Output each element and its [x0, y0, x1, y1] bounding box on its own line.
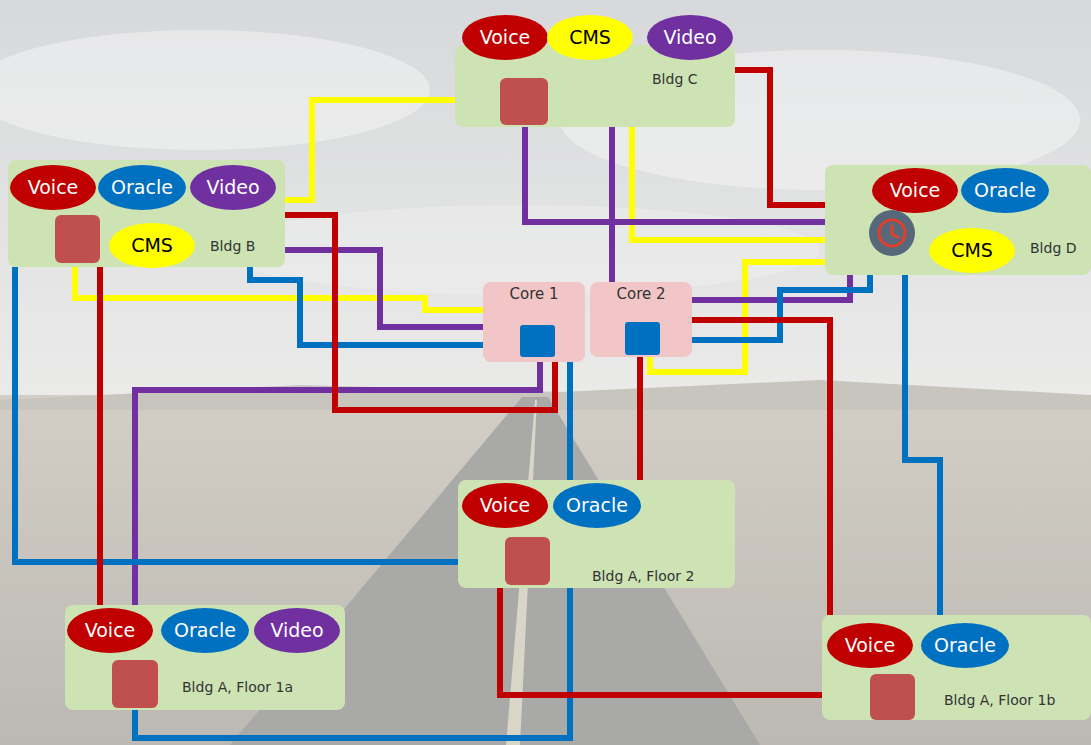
app-badge: Voice: [462, 15, 548, 60]
app-badge: Oracle: [921, 623, 1009, 668]
app-badge: CMS: [929, 228, 1015, 273]
building-box: Bldg B Voice Oracle VideoCMS: [8, 160, 285, 267]
app-name: Oracle: [174, 621, 236, 640]
building-label: Bldg D: [1028, 240, 1079, 257]
core-box: Core 2: [590, 282, 692, 357]
app-badge: Oracle: [961, 168, 1049, 213]
connector: [735, 70, 825, 205]
app-badge: CMS: [109, 223, 195, 268]
connector: [632, 127, 825, 240]
app-name: CMS: [951, 241, 993, 260]
connector: [97, 267, 103, 605]
app-name: CMS: [569, 28, 611, 47]
app-name: Voice: [480, 496, 531, 515]
building-label: Bldg C: [650, 71, 700, 88]
connector: [525, 127, 825, 222]
building-box: Bldg CVoiceCMSVideo: [455, 45, 735, 127]
app-name: Video: [663, 28, 716, 47]
app-name: Voice: [85, 621, 136, 640]
app-name: Oracle: [111, 178, 173, 197]
core-label: Core 2: [590, 286, 692, 303]
app-name: Video: [206, 178, 259, 197]
connector: [500, 588, 822, 695]
app-badge: Voice: [872, 168, 958, 213]
app-badge: Oracle: [98, 165, 186, 210]
app-name: Voice: [845, 636, 896, 655]
app-badge: Video: [647, 15, 733, 60]
core-label: Core 1: [483, 286, 585, 303]
connector: [692, 275, 850, 300]
app-badge: Video: [190, 165, 276, 210]
app-name: Voice: [890, 181, 941, 200]
app-badge: Oracle: [553, 483, 641, 528]
connector: [285, 250, 483, 327]
app-name: Oracle: [934, 636, 996, 655]
app-badge: Voice: [67, 608, 153, 653]
app-name: CMS: [131, 236, 173, 255]
app-name: Oracle: [566, 496, 628, 515]
app-badge: Video: [254, 608, 340, 653]
app-badge: Voice: [827, 623, 913, 668]
building-box: Bldg A, Floor 1a Voice Oracle Video: [65, 605, 345, 710]
building-label: Bldg A, Floor 1b: [942, 692, 1057, 709]
building-label: Bldg A, Floor 1a: [180, 679, 295, 696]
app-name: Video: [270, 621, 323, 640]
building-box: Bldg A, Floor 1b Voice Oracle: [822, 615, 1091, 720]
connector: [250, 267, 483, 345]
app-name: Voice: [28, 178, 79, 197]
core-box: Core 1: [483, 282, 585, 362]
connector: [692, 275, 870, 340]
building-box: Bldg A, Floor 2 Voice Oracle: [458, 480, 735, 588]
connector: [15, 267, 458, 562]
app-badge: CMS: [547, 15, 633, 60]
connector: [285, 100, 455, 200]
app-badge: Voice: [462, 483, 548, 528]
app-name: Voice: [480, 28, 531, 47]
connector: [905, 275, 940, 615]
connector: [609, 127, 615, 282]
app-badge: Oracle: [161, 608, 249, 653]
building-label: Bldg B: [208, 238, 257, 255]
connector: [75, 267, 483, 310]
app-name: Oracle: [974, 181, 1036, 200]
building-label: Bldg A, Floor 2: [590, 568, 696, 585]
building-box: Bldg D Voice OracleCMS: [825, 165, 1091, 275]
connector: [637, 357, 643, 480]
app-badge: Voice: [10, 165, 96, 210]
